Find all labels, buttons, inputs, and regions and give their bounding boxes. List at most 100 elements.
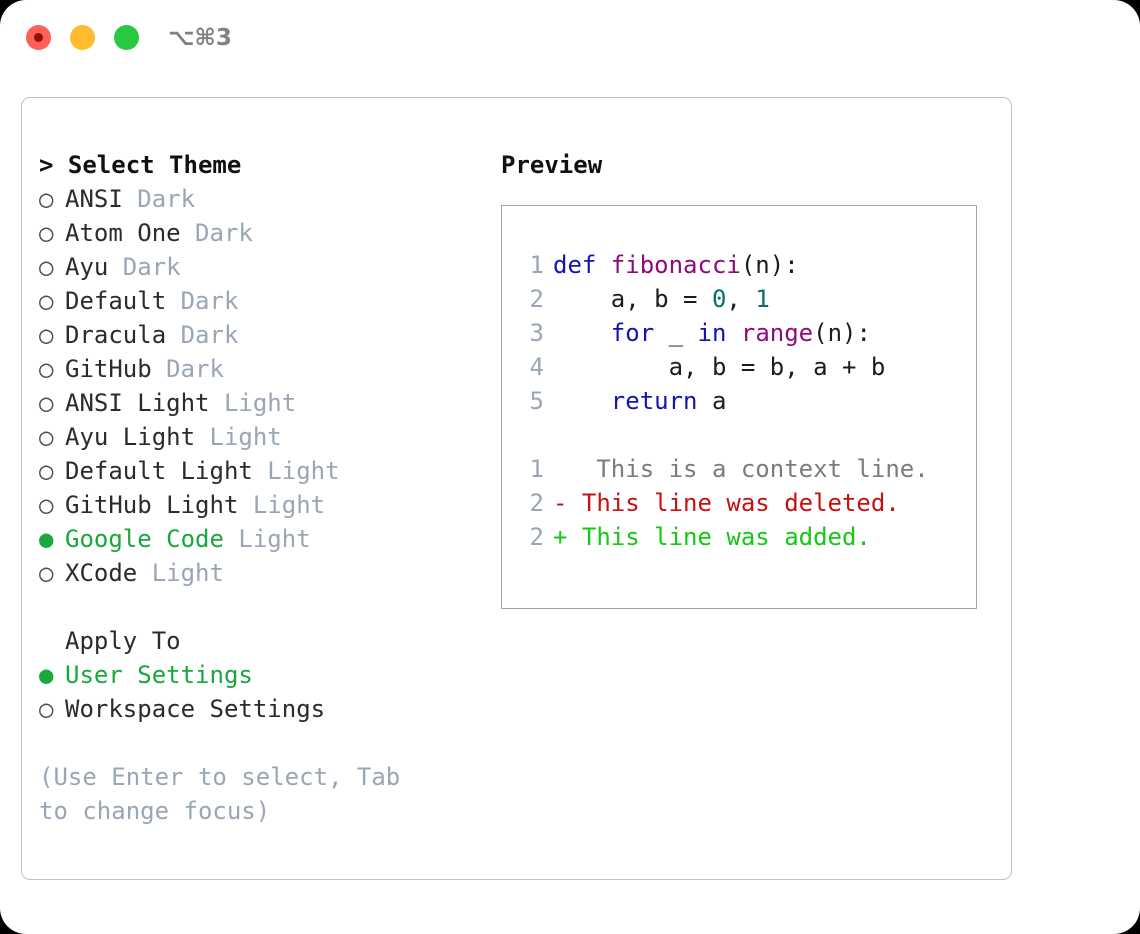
title-bar: ⌥⌘3 xyxy=(0,0,1140,78)
theme-option-label: Atom One xyxy=(65,219,181,247)
theme-list-header: > Select Theme xyxy=(39,151,242,179)
code-diff-spacer xyxy=(522,418,976,452)
diff-line-number: 1 xyxy=(529,455,544,483)
code-line: 3 for _ in range(n): xyxy=(522,316,976,350)
code-token-pl: a, b = b, a + b xyxy=(553,353,886,381)
radio-unselected-icon: ○ xyxy=(39,321,54,349)
theme-option-tag: Dark xyxy=(166,321,239,349)
theme-option-tag: Light xyxy=(238,491,326,519)
diff-line-text-add: + This line was added. xyxy=(553,523,871,551)
code-line: 4 a, b = b, a + b xyxy=(522,350,976,384)
section-spacer xyxy=(39,590,489,624)
radio-unselected-icon: ○ xyxy=(39,491,54,519)
theme-option-tag: Light xyxy=(252,457,340,485)
theme-option-tag: Dark xyxy=(151,355,224,383)
theme-option-label: Google Code xyxy=(65,525,224,553)
theme-option-tag: Dark xyxy=(108,253,181,281)
code-token-pl: _ xyxy=(654,319,698,347)
minimize-button-icon[interactable] xyxy=(70,25,95,50)
theme-option-github-light[interactable]: ○ GitHub Light Light xyxy=(39,488,489,522)
code-line-number: 2 xyxy=(529,285,544,313)
code-token-num: 0 xyxy=(711,285,727,313)
theme-option-default-light[interactable]: ○ Default Light Light xyxy=(39,454,489,488)
maximize-button-icon[interactable] xyxy=(114,25,139,50)
main-panel: > Select Theme ○ANSI Dark○Atom One Dark○… xyxy=(21,97,1012,880)
radio-unselected-icon: ○ xyxy=(39,423,54,451)
code-line: 2 a, b = 0, 1 xyxy=(522,282,976,316)
radio-unselected-icon: ○ xyxy=(39,559,54,587)
radio-unselected-icon: ○ xyxy=(39,355,54,383)
radio-unselected-icon: ○ xyxy=(39,287,54,315)
keyboard-hint-text: (Use Enter to select, Tab to change focu… xyxy=(39,763,401,825)
code-token-pl: a xyxy=(697,387,727,415)
theme-option-label: Default xyxy=(65,287,167,315)
theme-option-ayu[interactable]: ○Ayu Dark xyxy=(39,250,489,284)
diff-line-text-ctx: This is a context line. xyxy=(553,455,929,483)
theme-option-label: XCode xyxy=(65,559,138,587)
radio-selected-icon: ● xyxy=(39,525,54,553)
theme-option-tag: Light xyxy=(209,389,297,417)
diff-line-number: 2 xyxy=(529,489,544,517)
theme-option-tag: Light xyxy=(195,423,282,451)
theme-option-google-code[interactable]: ● Google Code Light xyxy=(39,522,489,556)
theme-option-label: Default Light xyxy=(65,457,253,485)
radio-unselected-icon: ○ xyxy=(39,389,54,417)
apply-to-list[interactable]: ●User Settings○Workspace Settings xyxy=(39,658,489,726)
radio-unselected-icon: ○ xyxy=(39,185,54,213)
code-token-pl xyxy=(553,319,611,347)
theme-option-dracula[interactable]: ○Dracula Dark xyxy=(39,318,489,352)
apply-to-header: Apply To xyxy=(65,627,181,655)
diff-line-text-del: - This line was deleted. xyxy=(553,489,900,517)
code-token-kw: return xyxy=(610,387,698,415)
code-token-pl: (n): xyxy=(740,251,799,279)
theme-option-tag: Light xyxy=(223,525,311,553)
radio-unselected-icon: ○ xyxy=(39,219,54,247)
code-line-number: 4 xyxy=(529,353,544,381)
code-token-kw: for xyxy=(610,319,655,347)
diff-line: 1 This is a context line. xyxy=(522,452,976,486)
theme-option-ansi[interactable]: ○ ANSI Dark xyxy=(39,182,489,216)
diff-line-number: 2 xyxy=(529,523,544,551)
radio-selected-icon: ● xyxy=(39,661,54,689)
theme-option-ayu-light[interactable]: ○ Ayu Light Light xyxy=(39,420,489,454)
theme-option-github[interactable]: ○GitHub Dark xyxy=(39,352,489,386)
theme-option-tag: Dark xyxy=(166,287,239,315)
apply-to-option-workspace-settings[interactable]: ○Workspace Settings xyxy=(39,692,489,726)
theme-option-label: ANSI xyxy=(65,185,123,213)
theme-option-label: Ayu Light xyxy=(65,423,196,451)
code-token-pl: a, b = xyxy=(553,285,712,313)
code-line: 5 return a xyxy=(522,384,976,418)
code-token-fn: fibonacci xyxy=(610,251,741,279)
code-token-pl: , xyxy=(726,285,756,313)
diff-preview-block: 1 This is a context line. 2 - This line wa… xyxy=(522,452,976,554)
code-token-kw: in xyxy=(697,319,727,347)
code-token-pl xyxy=(726,319,740,347)
apply-to-option-user-settings[interactable]: ●User Settings xyxy=(39,658,489,692)
keyboard-shortcut-label: ⌥⌘3 xyxy=(168,25,232,51)
close-button-icon[interactable] xyxy=(26,25,51,50)
traffic-light-buttons xyxy=(26,25,139,50)
code-token-kw: def xyxy=(553,251,611,279)
theme-option-tag: Dark xyxy=(122,185,196,213)
preview-title: Preview xyxy=(501,151,603,179)
theme-option-default[interactable]: ○ Default Dark xyxy=(39,284,489,318)
theme-option-atom-one[interactable]: ○ Atom One Dark xyxy=(39,216,489,250)
code-token-fn: range xyxy=(740,319,814,347)
radio-unselected-icon: ○ xyxy=(39,457,54,485)
code-token-pl: (n): xyxy=(813,319,871,347)
theme-option-ansi-light[interactable]: ○ ANSI Light Light xyxy=(39,386,489,420)
code-token-pl xyxy=(553,387,611,415)
theme-option-tag: Dark xyxy=(180,219,253,247)
theme-option-label: GitHub Light xyxy=(65,491,239,519)
code-line-number: 5 xyxy=(529,387,544,415)
theme-option-label: ANSI Light xyxy=(65,389,210,417)
theme-list[interactable]: ○ANSI Dark○Atom One Dark○Ayu Dark○Defaul… xyxy=(39,182,489,590)
code-token-num: 1 xyxy=(755,285,770,313)
theme-option-xcode[interactable]: ○XCode Light xyxy=(39,556,489,590)
theme-option-label: Ayu xyxy=(65,253,109,281)
